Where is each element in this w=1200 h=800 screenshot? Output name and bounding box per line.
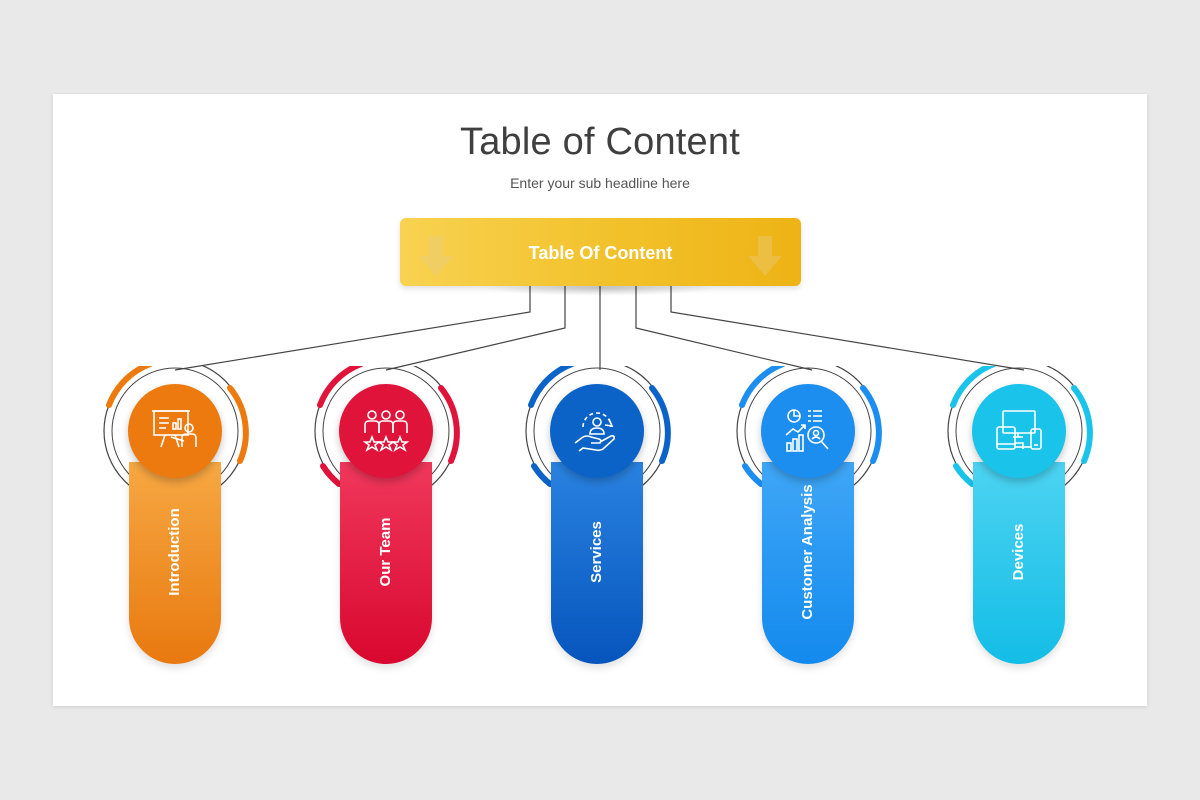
item-introduction[interactable]: Introduction <box>100 366 252 666</box>
item-label: Customer Analysis <box>799 484 816 620</box>
circle-our-team <box>339 384 433 478</box>
item-label: Our Team <box>377 517 394 587</box>
connector-devices <box>670 286 1025 371</box>
ring-decoration <box>947 366 1093 503</box>
down-arrow-icon <box>419 236 453 276</box>
circle-customer-analysis <box>761 384 855 478</box>
item-label: Services <box>588 521 605 583</box>
pill-devices <box>973 462 1065 664</box>
pill-our-team <box>340 462 432 664</box>
circle-services <box>550 384 644 478</box>
top-box[interactable]: Table Of Content <box>400 218 801 286</box>
item-devices[interactable]: Devices <box>944 366 1096 666</box>
item-our-team[interactable]: Our Team <box>311 366 463 666</box>
top-box-label: Table Of Content <box>528 243 673 263</box>
ring-decoration <box>736 366 882 503</box>
connector-our-team <box>385 286 566 371</box>
pill-introduction <box>129 462 221 664</box>
pill-services <box>551 462 643 664</box>
team-stars-icon <box>362 410 410 452</box>
down-arrow-icon <box>748 236 782 276</box>
ring-decoration <box>103 366 249 503</box>
customer-service-icon <box>574 412 615 452</box>
circle-devices <box>972 384 1066 478</box>
item-services[interactable]: Services <box>522 366 674 666</box>
item-label: Introduction <box>166 508 183 596</box>
ring-decoration <box>525 366 671 503</box>
circle-introduction <box>128 384 222 478</box>
analytics-icon <box>785 409 829 452</box>
slide-subtitle: Enter your sub headline here <box>510 175 690 191</box>
connector-introduction <box>174 286 531 371</box>
devices-icon <box>996 410 1042 450</box>
slide-title: Table of Content <box>460 121 740 163</box>
presentation-icon <box>152 410 197 448</box>
item-customer-analysis[interactable]: Customer Analysis <box>733 366 885 666</box>
pill-customer-analysis <box>762 462 854 664</box>
connector-customer-analysis <box>635 286 813 371</box>
item-label: Devices <box>1010 523 1027 581</box>
